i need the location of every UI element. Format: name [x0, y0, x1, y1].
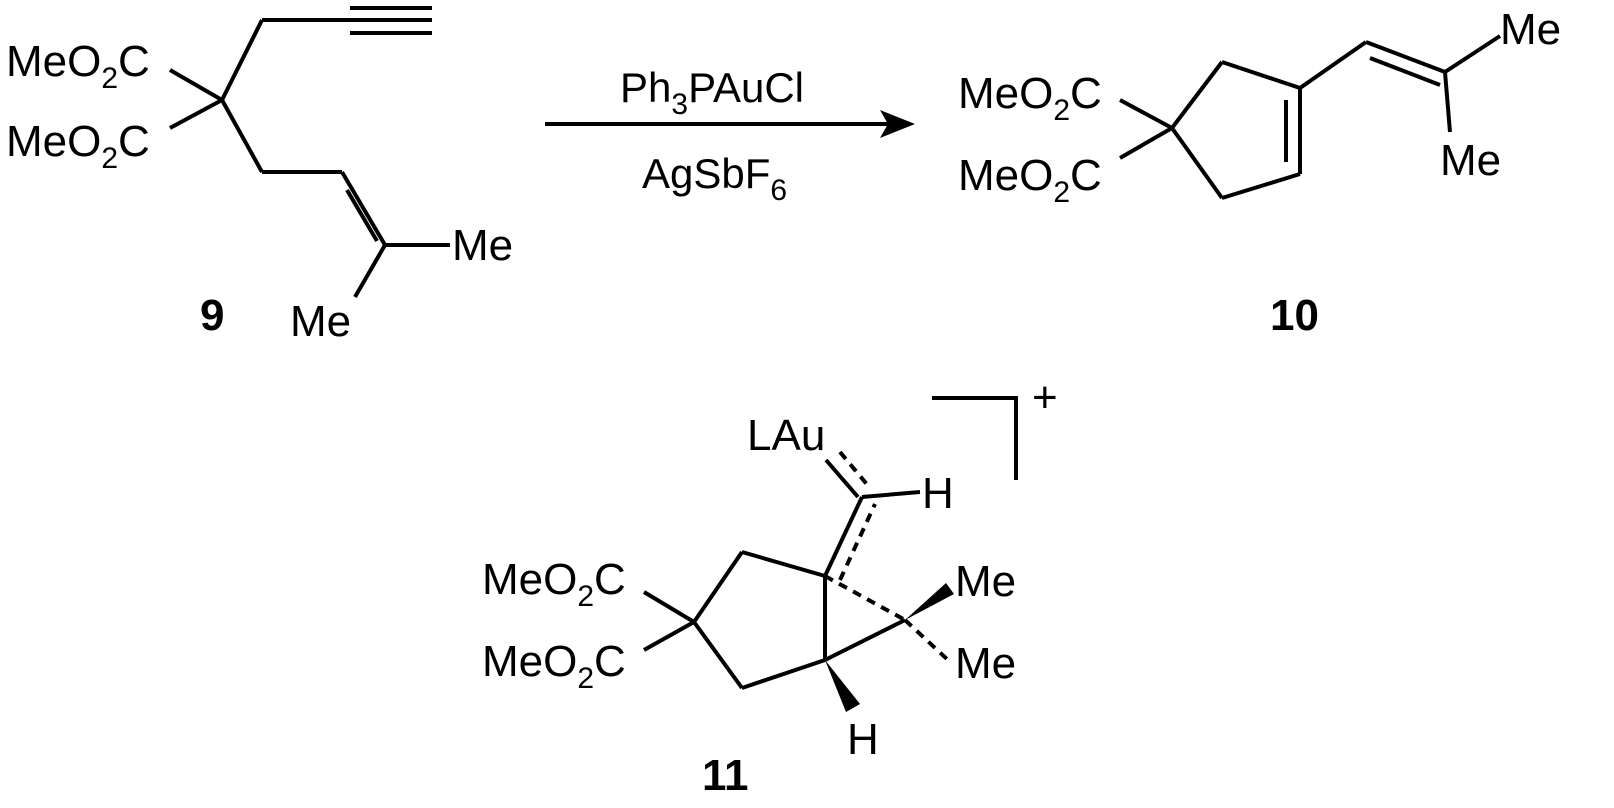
ester-label-bottom-10: MeO2C	[958, 151, 1102, 209]
bond-ester-bottom-10	[1119, 126, 1173, 160]
gold-partial-bond-11	[838, 450, 872, 490]
bond-ester-top-11	[642, 590, 696, 624]
ester-label-bottom-9: MeO2C	[6, 117, 150, 175]
bond-ester-bottom-11	[643, 620, 695, 652]
charge-label-11: +	[1032, 373, 1058, 422]
alkene-bond-inner-9	[345, 188, 379, 243]
reaction-arrow: Ph3PAuCl AgSbF6	[545, 64, 915, 207]
side-alkene-bond-10	[1365, 40, 1446, 74]
hydrogen-label-ring-11: H	[847, 715, 879, 764]
ring-bond-4-10	[1221, 172, 1301, 200]
gold-ligand-label-11: LAu	[747, 411, 825, 460]
ring-bond-5-10	[1170, 126, 1224, 200]
bond-ester-top-9	[169, 68, 223, 102]
ring-bond-2-11	[741, 550, 826, 578]
compound-number-10: 10	[1270, 291, 1319, 340]
carbene-h-bond-11	[861, 490, 921, 499]
bond-me-down-9	[353, 244, 387, 298]
ester-label-top-10: MeO2C	[958, 69, 1102, 127]
methyl-label-9a: Me	[452, 221, 513, 270]
compound-10-structure: MeO2C MeO2C Me Me 10	[958, 5, 1561, 340]
methyl-label-10b: Me	[1440, 136, 1501, 185]
ring-bond-2-10	[1221, 60, 1301, 90]
ring-bond-4-11	[741, 658, 826, 690]
methyl-label-9b: Me	[290, 297, 351, 346]
bond-me-up-10	[1443, 34, 1502, 74]
bond-me-down-10	[1443, 71, 1452, 133]
compound-11-structure: MeO2C MeO2C Me Me H H LAu + 11	[482, 373, 1058, 800]
ring-bond-5-11	[692, 620, 744, 690]
carbene-partial-bond-11	[838, 503, 877, 581]
arrow-head	[880, 110, 915, 138]
ring-bond-1-11	[692, 550, 744, 624]
alkene-bond-9	[340, 170, 387, 247]
reagent-activator: AgSbF6	[642, 150, 787, 207]
bond-vinyl-10	[1298, 40, 1368, 90]
methyl-hash-bond-11	[903, 618, 950, 662]
ester-label-top-11: MeO2C	[482, 555, 626, 613]
hydrogen-wedge-bond-11	[825, 660, 860, 712]
carbene-bond-11	[823, 496, 864, 577]
bond-ester-top-10	[1119, 98, 1173, 130]
methyl-label-11a: Me	[955, 557, 1016, 606]
cyclopropane-bond-11	[824, 618, 906, 662]
methyl-label-10a: Me	[1500, 5, 1561, 54]
methyl-label-11b: Me	[955, 639, 1016, 688]
compound-number-9: 9	[200, 291, 224, 340]
bond-allyl-9	[220, 99, 264, 173]
ester-label-bottom-11: MeO2C	[482, 637, 626, 695]
ester-label-top-9: MeO2C	[6, 37, 150, 95]
compound-9-structure: MeO2C MeO2C Me Me 9	[6, 6, 513, 346]
reagent-catalyst: Ph3PAuCl	[620, 64, 804, 121]
methyl-wedge-bond-11	[905, 583, 954, 620]
hydrogen-label-carbene-11: H	[922, 469, 954, 518]
bond-propargyl-9	[220, 19, 264, 101]
cyclopropane-dashed-bond-11	[824, 574, 906, 622]
ring-bond-1-10	[1170, 60, 1224, 130]
compound-number-11: 11	[702, 751, 749, 800]
side-alkene-inner-10	[1369, 56, 1441, 87]
bond-ester-bottom-9	[169, 98, 223, 130]
cation-bracket-11	[932, 396, 1018, 480]
gold-bond-11	[824, 458, 860, 499]
